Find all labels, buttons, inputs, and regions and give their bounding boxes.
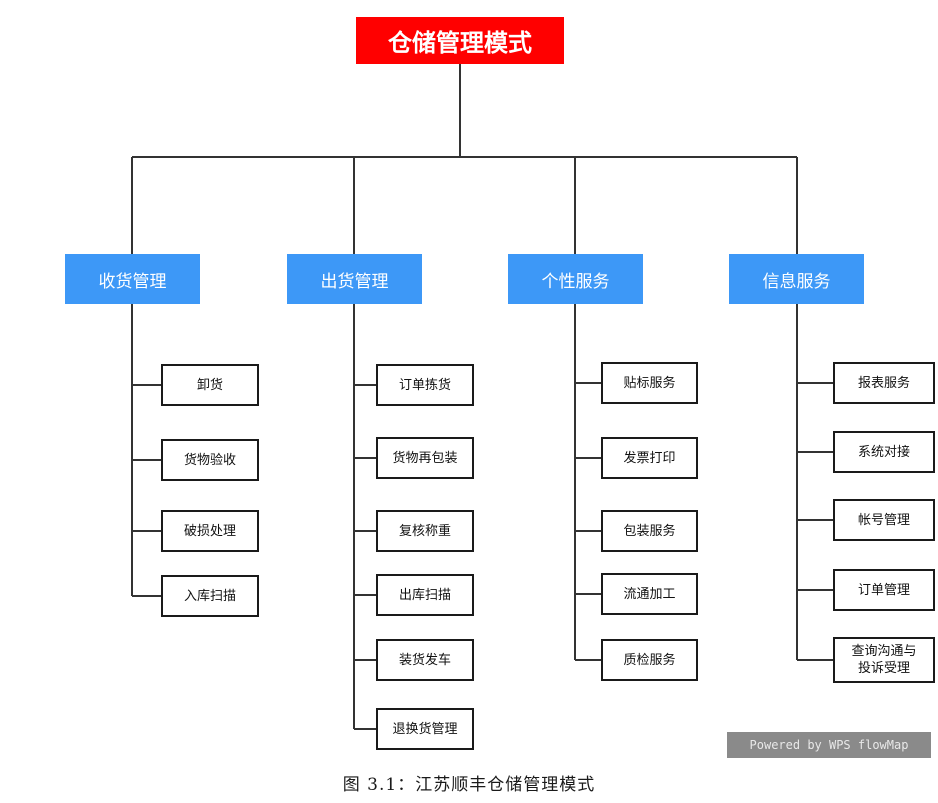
leaf-loading-dispatch[interactable]: 装货发车: [376, 639, 474, 681]
leaf-damage-handling[interactable]: 破损处理: [161, 510, 259, 552]
leaf-distribution-processing[interactable]: 流通加工: [601, 573, 698, 615]
leaf-repackaging[interactable]: 货物再包装: [376, 437, 474, 479]
category-shipping[interactable]: 出货管理: [287, 254, 422, 304]
leaf-system-integration[interactable]: 系统对接: [833, 431, 935, 473]
category-receiving[interactable]: 收货管理: [65, 254, 200, 304]
leaf-inquiry-complaint[interactable]: 查询沟通与 投诉受理: [833, 637, 935, 683]
leaf-quality-inspection[interactable]: 质检服务: [601, 639, 698, 681]
leaf-outbound-scan[interactable]: 出库扫描: [376, 574, 474, 616]
leaf-unloading[interactable]: 卸货: [161, 364, 259, 406]
leaf-invoice-printing[interactable]: 发票打印: [601, 437, 698, 479]
category-information-service[interactable]: 信息服务: [729, 254, 864, 304]
leaf-report-service[interactable]: 报表服务: [833, 362, 935, 404]
leaf-order-picking[interactable]: 订单拣货: [376, 364, 474, 406]
leaf-inbound-scan[interactable]: 入库扫描: [161, 575, 259, 617]
leaf-packaging-service[interactable]: 包装服务: [601, 510, 698, 552]
leaf-goods-inspection[interactable]: 货物验收: [161, 439, 259, 481]
watermark: Powered by WPS flowMap: [727, 732, 931, 758]
leaf-account-management[interactable]: 帐号管理: [833, 499, 935, 541]
figure-caption: 图 3.1：江苏顺丰仓储管理模式: [342, 775, 596, 795]
leaf-order-management[interactable]: 订单管理: [833, 569, 935, 611]
leaf-returns-management[interactable]: 退换货管理: [376, 708, 474, 750]
leaf-labeling-service[interactable]: 贴标服务: [601, 362, 698, 404]
category-personalized-service[interactable]: 个性服务: [508, 254, 643, 304]
root-node[interactable]: 仓储管理模式: [356, 17, 564, 64]
leaf-recheck-weighing[interactable]: 复核称重: [376, 510, 474, 552]
